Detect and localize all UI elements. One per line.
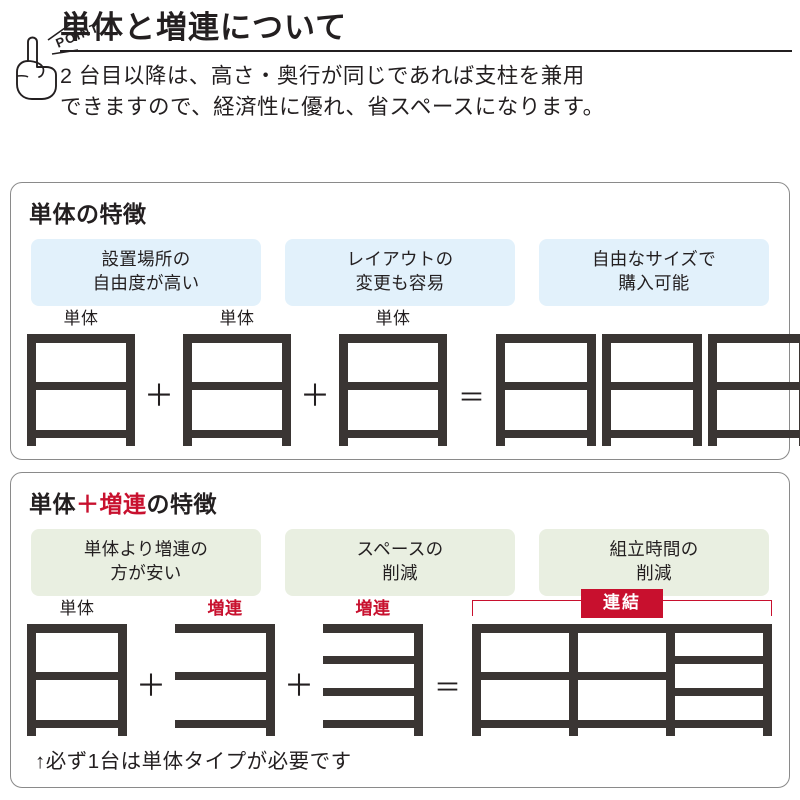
- operator-plus: ＋: [300, 380, 330, 414]
- feature-pill: 自由なサイズで 購入可能: [539, 239, 769, 307]
- shelf-graphic-linked: [472, 624, 772, 737]
- lede-paragraph: 2 台目以降は、高さ・奥行が同じであれば支柱を兼用 できますので、経済性に優れ、…: [60, 61, 792, 123]
- link-bracket-area: 連結: [472, 589, 772, 619]
- shelf-unit-standalone: 単体: [183, 309, 291, 447]
- operator-equals: ＝: [458, 383, 485, 414]
- zouren-feature-pills: 単体より増連の 方が安い スペースの 削減 組立時間の 削減: [11, 519, 789, 597]
- shelf-graphic: [496, 334, 596, 447]
- shelf-unit-addon: 増連: [323, 599, 423, 737]
- lede-line-2: できますので、経済性に優れ、省スペースになります。: [60, 94, 605, 119]
- result-label-spacer: [496, 310, 800, 329]
- pill-line-1: 自由なサイズで: [591, 249, 717, 269]
- shelf-unit-label: 増連: [355, 599, 391, 619]
- tantai-diagram: 単体 ＋ 単体: [11, 309, 800, 447]
- feature-pill: スペースの 削減: [285, 529, 515, 597]
- pill-line-2: 削減: [636, 562, 672, 583]
- shelf-unit-label: 単体: [375, 309, 411, 329]
- shelf-unit-label: 増連: [207, 599, 243, 619]
- title-part-plus: ＋: [76, 491, 100, 517]
- zouren-diagram: 単体 ＋ 増連: [11, 589, 789, 737]
- tantai-feature-pills: 設置場所の 自由度が高い レイアウトの 変更も容易 自由なサイズで 購入可能: [11, 229, 789, 307]
- pill-line-1: スペースの: [356, 539, 444, 559]
- pill-line-1: 組立時間の: [609, 539, 699, 559]
- title-part-tantai: 単体: [29, 491, 76, 517]
- feature-pill: 設置場所の 自由度が高い: [31, 239, 261, 307]
- operator-plus: ＋: [144, 380, 174, 414]
- pill-line-1: レイアウトの: [346, 249, 454, 269]
- shelf-graphic: [27, 624, 127, 737]
- feature-pill: レイアウトの 変更も容易: [285, 239, 515, 307]
- shelf-unit-standalone: 単体: [27, 309, 135, 447]
- shelf-unit-label: 単体: [59, 599, 95, 619]
- page-header: POINT 単体と増連について 2 台目以降は、高さ・奥行が同じであれば支柱を兼…: [0, 0, 800, 123]
- zouren-footnote: ↑必ず1台は単体タイプが必要です: [35, 750, 352, 774]
- shelf-graphic: [175, 624, 275, 737]
- shelf-graphic: [602, 334, 702, 447]
- section-tantai: 単体の特徴 設置場所の 自由度が高い レイアウトの 変更も容易 自由なサイズで …: [10, 182, 800, 460]
- shelf-unit-addon: 増連: [175, 599, 275, 737]
- pill-line-2: 削減: [382, 562, 418, 583]
- shelf-result-group: [496, 310, 800, 447]
- feature-pill: 単体より増連の 方が安い: [31, 529, 261, 597]
- shelf-graphic: [708, 334, 800, 447]
- title-part-zouren: 増連: [99, 491, 147, 517]
- point-badge-text: POINT: [54, 20, 102, 51]
- title-divider: [60, 49, 792, 52]
- operator-plus: ＋: [284, 670, 314, 704]
- link-badge: 連結: [581, 589, 663, 618]
- pill-line-2: 変更も容易: [355, 272, 445, 293]
- section-zouren: 単体＋増連の特徴 単体より増連の 方が安い スペースの 削減 組立時間の 削減 …: [10, 472, 790, 788]
- shelf-graphic: [27, 334, 135, 447]
- pill-line-2: 自由度が高い: [92, 272, 200, 293]
- shelf-unit-label: 単体: [219, 309, 255, 329]
- shelf-unit-standalone: 単体: [339, 309, 447, 447]
- shelf-linked-result: 連結: [472, 589, 772, 737]
- pill-line-2: 購入可能: [618, 272, 690, 293]
- page-title: 単体と増連について: [60, 10, 348, 45]
- pill-line-2: 方が安い: [110, 562, 182, 583]
- operator-plus: ＋: [136, 670, 166, 704]
- pill-line-1: 設置場所の: [101, 249, 191, 269]
- shelf-unit-standalone: 単体: [27, 599, 127, 737]
- shelf-unit-label: 単体: [63, 309, 99, 329]
- shelf-graphic: [339, 334, 447, 447]
- pointing-hand-icon: POINT: [6, 14, 106, 106]
- title-part-suffix: の特徴: [146, 491, 217, 517]
- shelf-graphic: [183, 334, 291, 447]
- feature-pill: 組立時間の 削減: [539, 529, 769, 597]
- shelf-graphic: [323, 624, 423, 737]
- pill-line-1: 単体より増連の: [83, 539, 209, 559]
- lede-line-1: 2 台目以降は、高さ・奥行が同じであれば支柱を兼用: [60, 63, 585, 88]
- operator-equals: ＝: [434, 673, 461, 704]
- section-zouren-title: 単体＋増連の特徴: [11, 473, 789, 519]
- section-tantai-title: 単体の特徴: [29, 201, 147, 227]
